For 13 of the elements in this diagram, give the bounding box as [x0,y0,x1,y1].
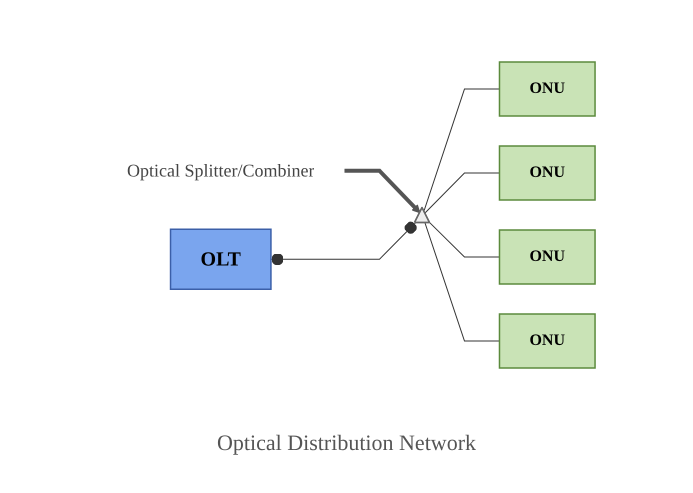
connector [424,172,500,214]
node-box: ONU [499,61,596,117]
connector [430,222,500,258]
node-box: ONU [499,313,596,369]
connector [424,88,500,212]
node-box: ONU [499,229,596,285]
arrow [344,168,421,214]
connector [270,222,418,266]
node-text: Optical Splitter/Combiner [127,160,315,180]
node-box: ONU [499,145,596,201]
network-label: Optical Distribution Network [216,430,476,456]
connector [424,222,500,342]
node-box: OLT [170,228,272,290]
